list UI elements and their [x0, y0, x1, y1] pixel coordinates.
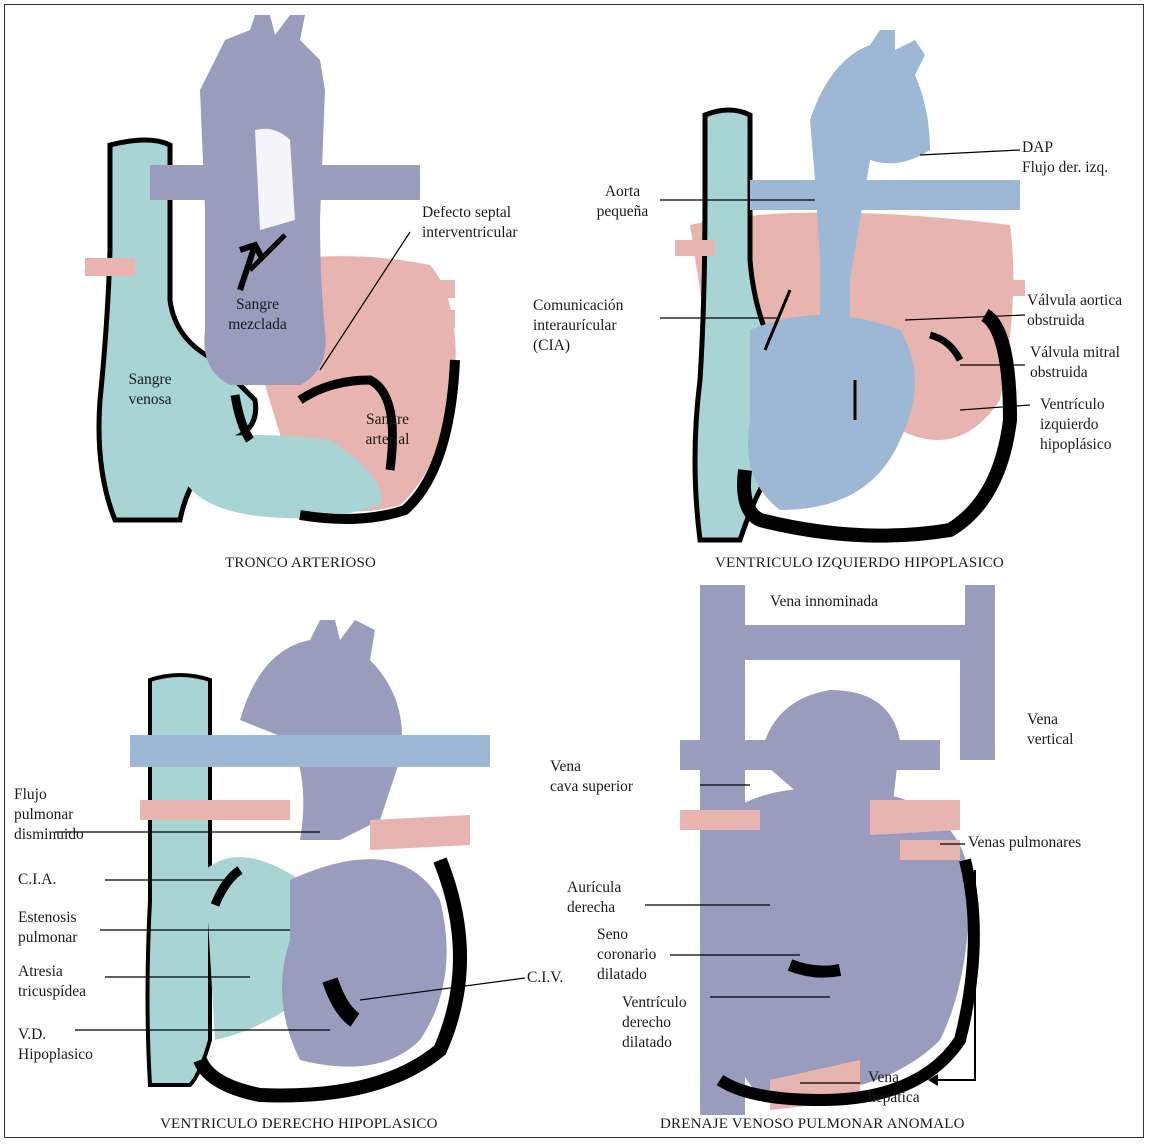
tr-label-cia-line2: interaurícular — [533, 316, 623, 336]
br-label-vertical: Vena vertical — [1027, 710, 1073, 750]
bl-label-atresia-line2: tricuspídea — [18, 982, 86, 1002]
bl-label-flujo: Flujo pulmonar disminuido — [14, 785, 84, 845]
tr-label-aortica: Válvula aortica obstruida — [1027, 291, 1122, 331]
tr-leader-dap — [920, 150, 1020, 155]
tr-pink-right — [990, 280, 1025, 296]
bl-label-atresia: Atresia tricuspídea — [18, 962, 86, 1002]
tr-label-dap-line2: Flujo der. izq. — [1022, 158, 1108, 178]
tl-label-venosa-line1: Sangre — [115, 370, 185, 390]
tr-label-mitral: Válvula mitral obstruida — [1030, 343, 1120, 383]
tr-label-aorta-line1: Aorta — [590, 182, 655, 202]
tr-label-mitral-line2: obstruida — [1030, 363, 1120, 383]
tl-label-arterial: Sangre arterial — [355, 410, 420, 450]
bl-label-cia: C.I.A. — [18, 870, 56, 890]
tr-pulm-vessel — [750, 180, 1020, 210]
bl-label-flujo-line1: Flujo — [14, 785, 84, 805]
br-heart — [645, 585, 995, 1115]
br-label-cava-line2: cava superior — [550, 777, 633, 797]
br-caption: DRENAJE VENOSO PULMONAR ANOMALO — [660, 1116, 965, 1133]
bl-label-esten: Estenosis pulmonar — [18, 908, 77, 948]
br-septum — [790, 965, 840, 972]
br-heart-body — [720, 788, 970, 1095]
tl-label-arterial-line2: arterial — [355, 430, 420, 450]
tr-heart — [660, 30, 1030, 540]
bl-label-flujo-line2: pulmonar — [14, 805, 84, 825]
tl-label-defecto: Defecto septal interventricular — [422, 203, 518, 243]
bl-label-vd-line1: V.D. — [18, 1025, 93, 1045]
br-label-pulmonares: Venas pulmonares — [968, 833, 1081, 853]
tr-label-aortica-line1: Válvula aortica — [1027, 291, 1122, 311]
br-label-ventriculo: Ventrículo derecho dilatado — [622, 993, 687, 1053]
bl-label-esten-line2: pulmonar — [18, 928, 77, 948]
tl-pink-right — [405, 280, 455, 298]
br-label-vertical-line1: Vena — [1027, 710, 1073, 730]
tr-label-aorta-line2: pequeña — [590, 202, 655, 222]
br-label-cava: Vena cava superior — [550, 757, 633, 797]
bl-label-flujo-line3: disminuido — [14, 825, 84, 845]
br-label-auricula: Aurícula derecha — [567, 878, 621, 918]
tl-label-mezclada-line2: mezclada — [220, 315, 295, 335]
bl-heart — [55, 620, 525, 1095]
br-label-hepatica-line2: hepática — [868, 1088, 920, 1108]
br-label-ventriculo-line1: Ventrículo — [622, 993, 687, 1013]
br-label-seno-line1: Seno — [597, 925, 656, 945]
br-label-seno: Seno coronario dilatado — [597, 925, 656, 985]
br-label-auricula-line1: Aurícula — [567, 878, 621, 898]
bl-pulm-vessel — [130, 735, 490, 767]
tl-label-mezclada: Sangre mezclada — [220, 295, 295, 335]
tr-caption: VENTRICULO IZQUIERDO HIPOPLASICO — [715, 555, 1004, 572]
tl-label-arterial-line1: Sangre — [355, 410, 420, 430]
tl-label-mezclada-line1: Sangre — [220, 295, 295, 315]
br-pulm-vessel — [680, 740, 940, 770]
br-label-seno-line2: coronario — [597, 945, 656, 965]
tl-truncus-arch-hole — [255, 129, 295, 230]
br-label-vertical-line2: vertical — [1027, 730, 1073, 750]
br-label-ventriculo-line2: derecho — [622, 1013, 687, 1033]
bl-left-ventricle — [282, 859, 447, 1066]
tl-label-defecto-line1: Defecto septal — [422, 203, 518, 223]
br-label-hepatica: Vena hepática — [868, 1068, 920, 1108]
tl-caption: TRONCO ARTERIOSO — [225, 555, 376, 572]
tr-pink-left — [675, 240, 715, 256]
br-label-innominada: Vena innominada — [770, 592, 878, 612]
tl-label-venosa: Sangre venosa — [115, 370, 185, 410]
br-label-cava-line1: Vena — [550, 757, 633, 777]
bl-label-vd: V.D. Hipoplasico — [18, 1025, 93, 1065]
bl-label-esten-line1: Estenosis — [18, 908, 77, 928]
br-label-hepatica-line1: Vena — [868, 1068, 920, 1088]
tr-label-cia-line1: Comunicación — [533, 296, 623, 316]
br-label-ventriculo-line3: dilatado — [622, 1033, 687, 1053]
tr-label-vi-line1: Ventrículo — [1040, 395, 1111, 415]
tr-label-cia: Comunicación interaurícular (CIA) — [533, 296, 623, 356]
tr-label-vi: Ventrículo izquierdo hipoplásico — [1040, 395, 1111, 455]
bl-label-atresia-line1: Atresia — [18, 962, 86, 982]
tl-pink-right-2 — [410, 310, 455, 328]
br-label-seno-line3: dilatado — [597, 965, 656, 985]
tl-label-defecto-line2: interventricular — [422, 223, 518, 243]
tr-label-mitral-line1: Válvula mitral — [1030, 343, 1120, 363]
bl-caption: VENTRICULO DERECHO HIPOPLASICO — [160, 1116, 438, 1133]
tr-label-vi-line3: hipoplásico — [1040, 435, 1111, 455]
bl-label-civ: C.I.V. — [527, 968, 563, 988]
br-label-auricula-line2: derecha — [567, 898, 621, 918]
tr-label-dap-line1: DAP — [1022, 138, 1108, 158]
bl-label-vd-line2: Hipoplasico — [18, 1045, 93, 1065]
tl-pink-left — [85, 258, 135, 276]
tr-label-aorta: Aorta pequeña — [590, 182, 655, 222]
tr-label-dap: DAP Flujo der. izq. — [1022, 138, 1108, 178]
tr-label-vi-line2: izquierdo — [1040, 415, 1111, 435]
tr-label-cia-line3: (CIA) — [533, 336, 623, 356]
tr-label-aortica-line2: obstruida — [1027, 311, 1122, 331]
tl-label-venosa-line2: venosa — [115, 390, 185, 410]
